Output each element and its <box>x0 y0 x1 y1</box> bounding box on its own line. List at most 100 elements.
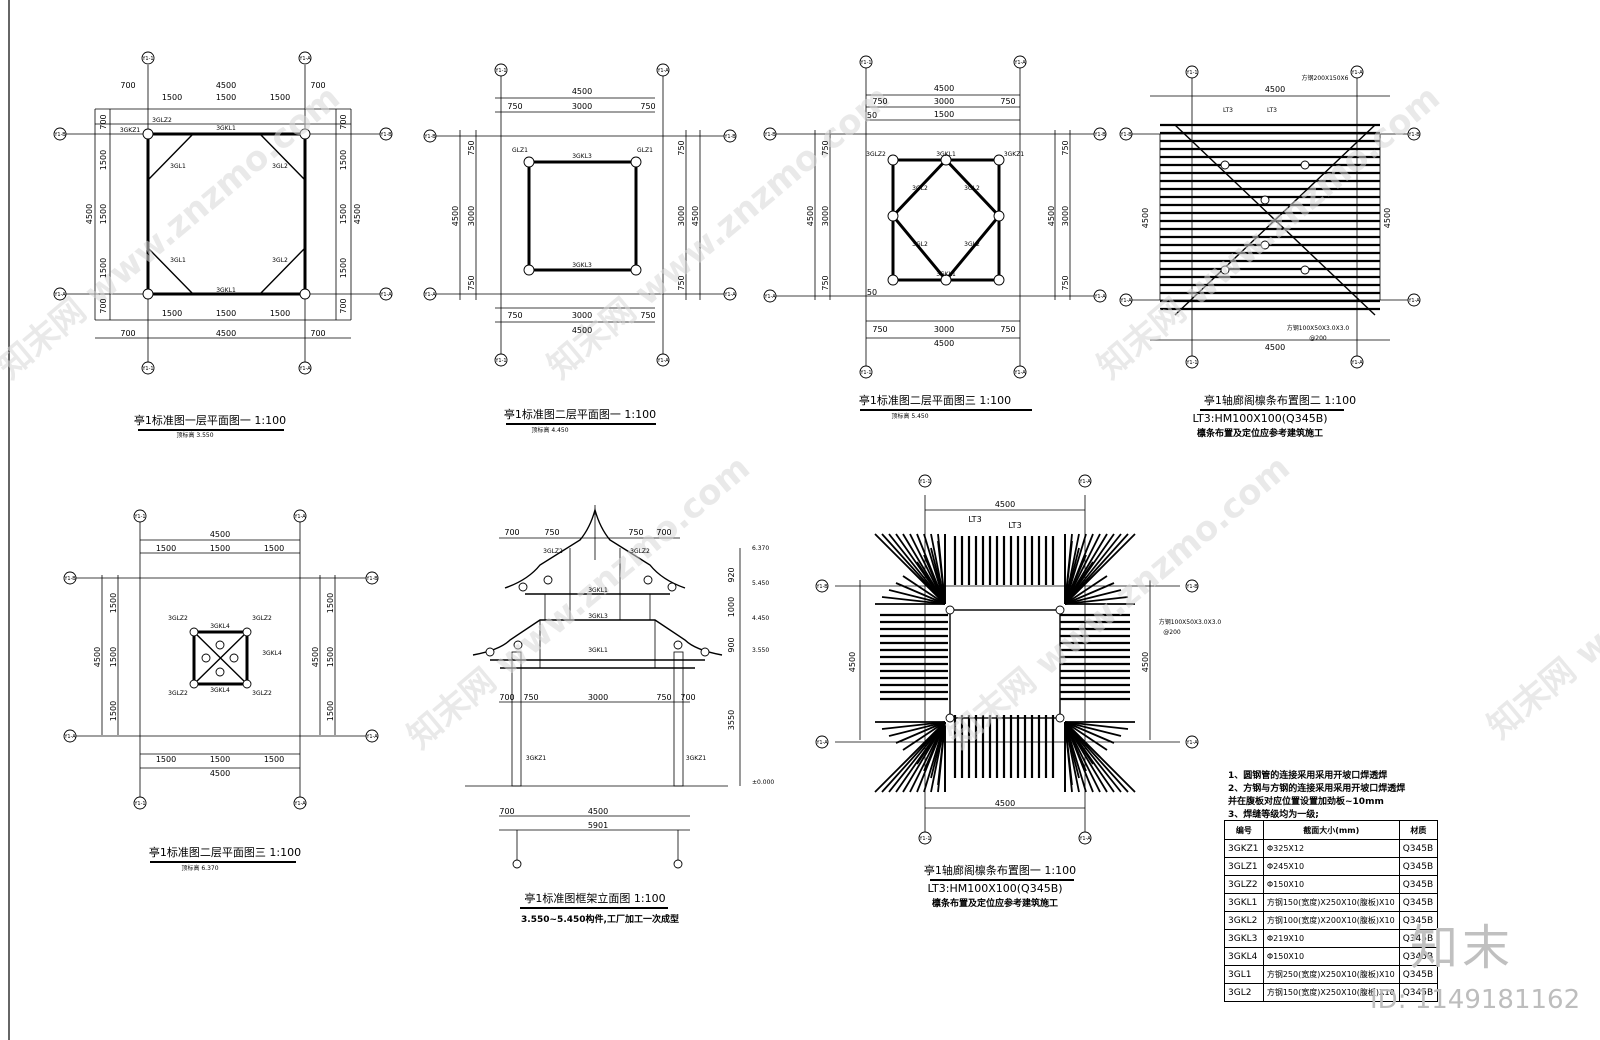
dimension-label: 1500 <box>99 258 108 278</box>
member-label: LT3 <box>1223 107 1233 114</box>
purlin-line <box>1064 575 1108 605</box>
brand-logo: 知末 <box>1410 920 1515 976</box>
axis-tag: Y1-A <box>1185 740 1198 746</box>
dimension-label: 3000 <box>572 311 592 320</box>
axis-tag: Y1-B <box>723 134 736 140</box>
general-notes: 1、圆钢管的连接采用采用开坡口焊透焊 2、方钢与方钢的连接采用采用开坡口焊透焊 … <box>1228 770 1448 822</box>
axis-tag: Y1-B <box>423 134 436 140</box>
elevation-note: 顶标高 3.550 <box>176 431 213 439</box>
level-label: 5.450 <box>752 580 769 587</box>
member-label: 3GKL4 <box>210 623 230 630</box>
dimension-label: 50 <box>867 288 877 297</box>
drawing-title: 亭1轴廊阁檩条布置图二 1:100 <box>1204 393 1356 407</box>
axis-tag: Y1-1 <box>141 56 153 62</box>
axis-bubble <box>1013 365 1027 379</box>
member-label: 3GKZ1 <box>120 127 141 134</box>
axis-tag: Y1-1 <box>494 68 506 74</box>
purlin-line <box>923 721 946 772</box>
dimension-label: 1500 <box>109 593 118 613</box>
dimension-label: 3000 <box>467 206 476 226</box>
dimension-label: 750 <box>544 528 559 537</box>
purlin-line <box>1064 533 1136 605</box>
purlin-line <box>923 554 946 605</box>
purlin-line <box>1064 533 1115 605</box>
cell-section: Φ245X10 <box>1262 857 1400 876</box>
axis-tag: Y1-B <box>1185 584 1198 590</box>
dimension-label: 1500 <box>339 204 348 224</box>
dimension-label: 3000 <box>588 693 608 702</box>
dimension-label: 1500 <box>934 110 954 119</box>
axis-tag: Y1-A <box>1407 298 1420 304</box>
note-line: 1、圆钢管的连接采用采用开坡口焊透焊 <box>1228 771 1388 781</box>
dimension-label: 4500 <box>210 769 230 778</box>
axis-bubble <box>298 361 312 375</box>
column-node <box>523 156 535 168</box>
purlin-line <box>1064 721 1073 786</box>
column-node <box>887 154 899 166</box>
axis-bubble <box>763 289 777 303</box>
dimension-label: 750 <box>1000 97 1015 106</box>
member-label: 3GL2 <box>272 163 288 170</box>
dimension-label: 4500 <box>210 530 230 539</box>
dimension-label: 1500 <box>162 309 182 318</box>
member-label: 3GKL1 <box>588 647 608 654</box>
axis-bubble <box>379 287 393 301</box>
column-node <box>201 653 211 663</box>
column-node <box>1300 160 1310 170</box>
member-label: 3GL1 <box>170 163 186 170</box>
header-section: 截面大小(mm) <box>1262 820 1400 840</box>
dimension-label: 750 <box>507 311 522 320</box>
dimension-label: 1500 <box>264 755 284 764</box>
axis-bubble <box>365 729 379 743</box>
member-label: GLZ1 <box>637 147 653 154</box>
axis-bubble <box>141 361 155 375</box>
dimension-label: 920 <box>727 567 736 582</box>
axis-tag: Y1-A <box>53 292 66 298</box>
column-node <box>1220 265 1230 275</box>
drawing-note: 檩条布置及定位应参考建筑施工 <box>1197 427 1323 439</box>
axis-tag: Y1-A <box>656 358 669 364</box>
dimension-label: 700 <box>99 298 108 313</box>
column-node <box>630 156 642 168</box>
column-node <box>215 640 225 650</box>
axis-bubble <box>1185 355 1199 369</box>
dimension-label: 700 <box>504 528 519 537</box>
elevation-note: 顶标高 5.450 <box>891 412 928 420</box>
purlin-line <box>888 589 946 605</box>
elevation-note: 顶标高 6.370 <box>181 864 218 872</box>
axis-bubble <box>293 509 307 523</box>
member-label: LT3 <box>1267 107 1277 114</box>
spec-label: 方钢100X50X3.0X3.0 <box>1159 618 1222 626</box>
dimension-label: 3000 <box>677 206 686 226</box>
dimension-label: 3000 <box>821 206 830 226</box>
axis-tag: Y1-B <box>63 576 76 582</box>
drawing-title: 亭1标准图二层平面图一 1:100 <box>504 407 656 421</box>
axis-tag: Y1-B <box>1407 132 1420 138</box>
dimension-label: 700 <box>99 114 108 129</box>
drawing-subtitle: LT3:HM100X100(Q345B) <box>927 882 1062 895</box>
axis-bubble <box>379 127 393 141</box>
dimension-label: 4500 <box>85 204 94 224</box>
dimension-label: 700 <box>120 81 135 90</box>
axis-bubble <box>494 353 508 367</box>
dimension-label: 3000 <box>934 97 954 106</box>
column-node <box>1055 605 1065 615</box>
purlin-line <box>1064 596 1129 605</box>
member-label: GLZ1 <box>512 147 528 154</box>
axis-tag: Y1-A <box>1013 370 1026 376</box>
level-label: 6.370 <box>752 545 769 552</box>
member-label: 3GKL4 <box>210 687 230 694</box>
member-label: 3GL1 <box>170 257 186 264</box>
dimension-label: 4500 <box>1265 343 1285 352</box>
dimension-label: 4500 <box>1141 208 1150 228</box>
member-label: 3GLZ2 <box>252 615 272 622</box>
member-label: 3GL2 <box>912 185 928 192</box>
cell-section: Φ150X10 <box>1262 947 1400 966</box>
cell-section: 方钢100(宽度)X200X10(腹板)X10 <box>1262 911 1400 930</box>
